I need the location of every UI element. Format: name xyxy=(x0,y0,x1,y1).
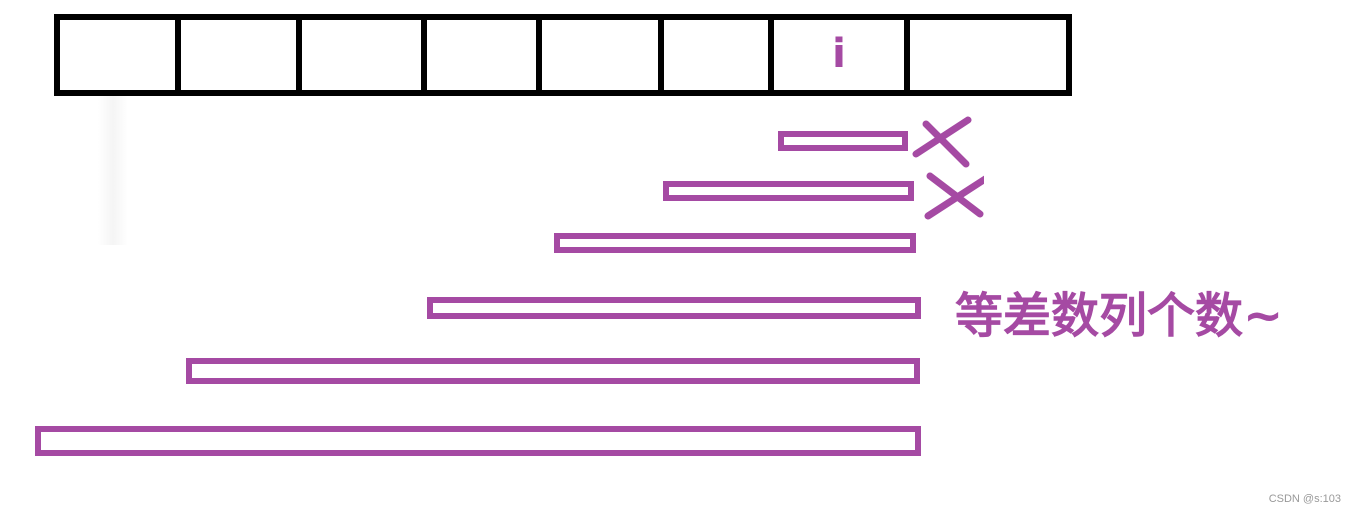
subarray-segment-1 xyxy=(778,131,908,151)
subarray-segment-3 xyxy=(554,233,916,253)
array-cell-2 xyxy=(175,14,302,96)
faint-background-strip xyxy=(98,95,128,245)
annotation-text: 等差数列个数~ xyxy=(955,288,1284,344)
subarray-segment-4 xyxy=(427,297,921,319)
watermark: CSDN @s:103 xyxy=(1268,493,1341,505)
array-cell-8 xyxy=(904,14,1072,96)
array-cell-5 xyxy=(536,14,664,96)
subarray-segment-5 xyxy=(186,358,920,384)
cross-stroke xyxy=(922,120,970,168)
array-cell-4 xyxy=(421,14,542,96)
cross-stroke xyxy=(924,175,984,220)
index-pointer-label: i xyxy=(832,31,846,77)
subarray-segment-6 xyxy=(35,426,921,456)
array-cell-1 xyxy=(54,14,181,96)
subarray-segment-2 xyxy=(663,181,914,201)
cross-mark-icon-2 xyxy=(924,172,984,220)
array-cell-6 xyxy=(658,14,774,96)
cross-stroke xyxy=(912,116,972,158)
cross-mark-icon-1 xyxy=(912,116,972,168)
array-cell-3 xyxy=(296,14,427,96)
array-cell-7: i xyxy=(768,14,910,96)
